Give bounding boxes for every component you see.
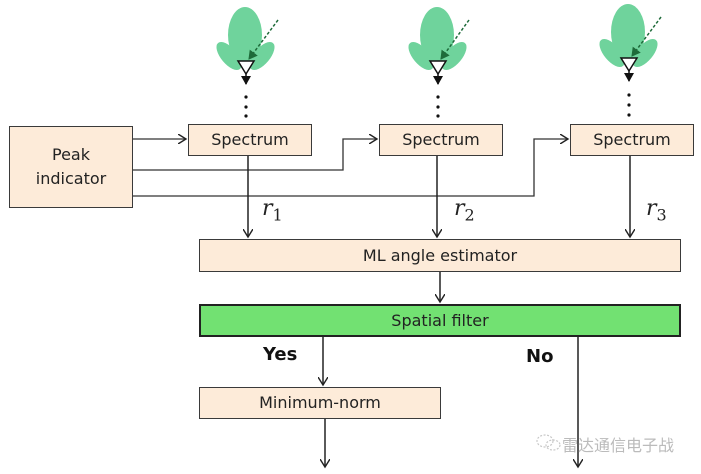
- beam-side-lobe-left: [408, 41, 434, 71]
- watermark-text: 雷达通信电子战: [562, 436, 675, 455]
- beam-main-lobe: [228, 7, 262, 63]
- peak-to-spectrum-3-line: [133, 139, 568, 197]
- antenna-element-icon: [236, 60, 256, 76]
- beam-side-lobe-right: [632, 38, 658, 68]
- peak-indicator-box: Peak indicator: [9, 126, 133, 208]
- output-label-r3: r3: [646, 196, 667, 225]
- incident-signal-arrow: [440, 19, 470, 60]
- peak-to-spectrum-2-line: [133, 139, 377, 171]
- output-label-r1: r1: [262, 196, 283, 225]
- minimum-norm-label: Minimum-norm: [259, 393, 381, 412]
- peak-indicator-label-line2: indicator: [35, 169, 107, 188]
- incident-signal-arrow: [248, 19, 279, 60]
- beam-side-lobe-left: [599, 38, 625, 68]
- ml-angle-estimator-label: ML angle estimator: [362, 245, 518, 265]
- antenna-1: [216, 7, 279, 118]
- output-label-r2: r2: [454, 196, 475, 225]
- spectrum-label: Spectrum: [402, 130, 480, 149]
- spatial-filter-label: Spatial filter: [391, 310, 489, 330]
- incident-signal-arrow: [631, 16, 662, 57]
- beam-main-lobe: [420, 7, 454, 63]
- spectrum-label: Spectrum: [211, 130, 289, 149]
- branch-no-label: No: [526, 346, 554, 367]
- wechat-icon: [536, 434, 561, 451]
- spectrum-box-1: Spectrum: [188, 124, 312, 156]
- peak-indicator-label-line1: Peak: [52, 145, 90, 164]
- beam-side-lobe-left: [216, 41, 242, 71]
- antenna-3: [599, 4, 662, 117]
- minimum-norm-box: Minimum-norm: [199, 387, 441, 419]
- beam-side-lobe-right: [441, 41, 467, 71]
- spectrum-label: Spectrum: [593, 130, 671, 149]
- spectrum-box-2: Spectrum: [379, 124, 503, 156]
- antenna-element-icon: [428, 60, 448, 76]
- beam-main-lobe: [611, 4, 645, 60]
- antenna-element-icon: [619, 57, 639, 73]
- spatial-filter-box: Spatial filter: [199, 304, 681, 337]
- beam-side-lobe-right: [249, 41, 275, 71]
- spectrum-box-3: Spectrum: [570, 124, 694, 156]
- branch-yes-label: Yes: [263, 344, 298, 365]
- ml-angle-estimator-box: ML angle estimator: [199, 239, 681, 272]
- antenna-2: [408, 7, 470, 118]
